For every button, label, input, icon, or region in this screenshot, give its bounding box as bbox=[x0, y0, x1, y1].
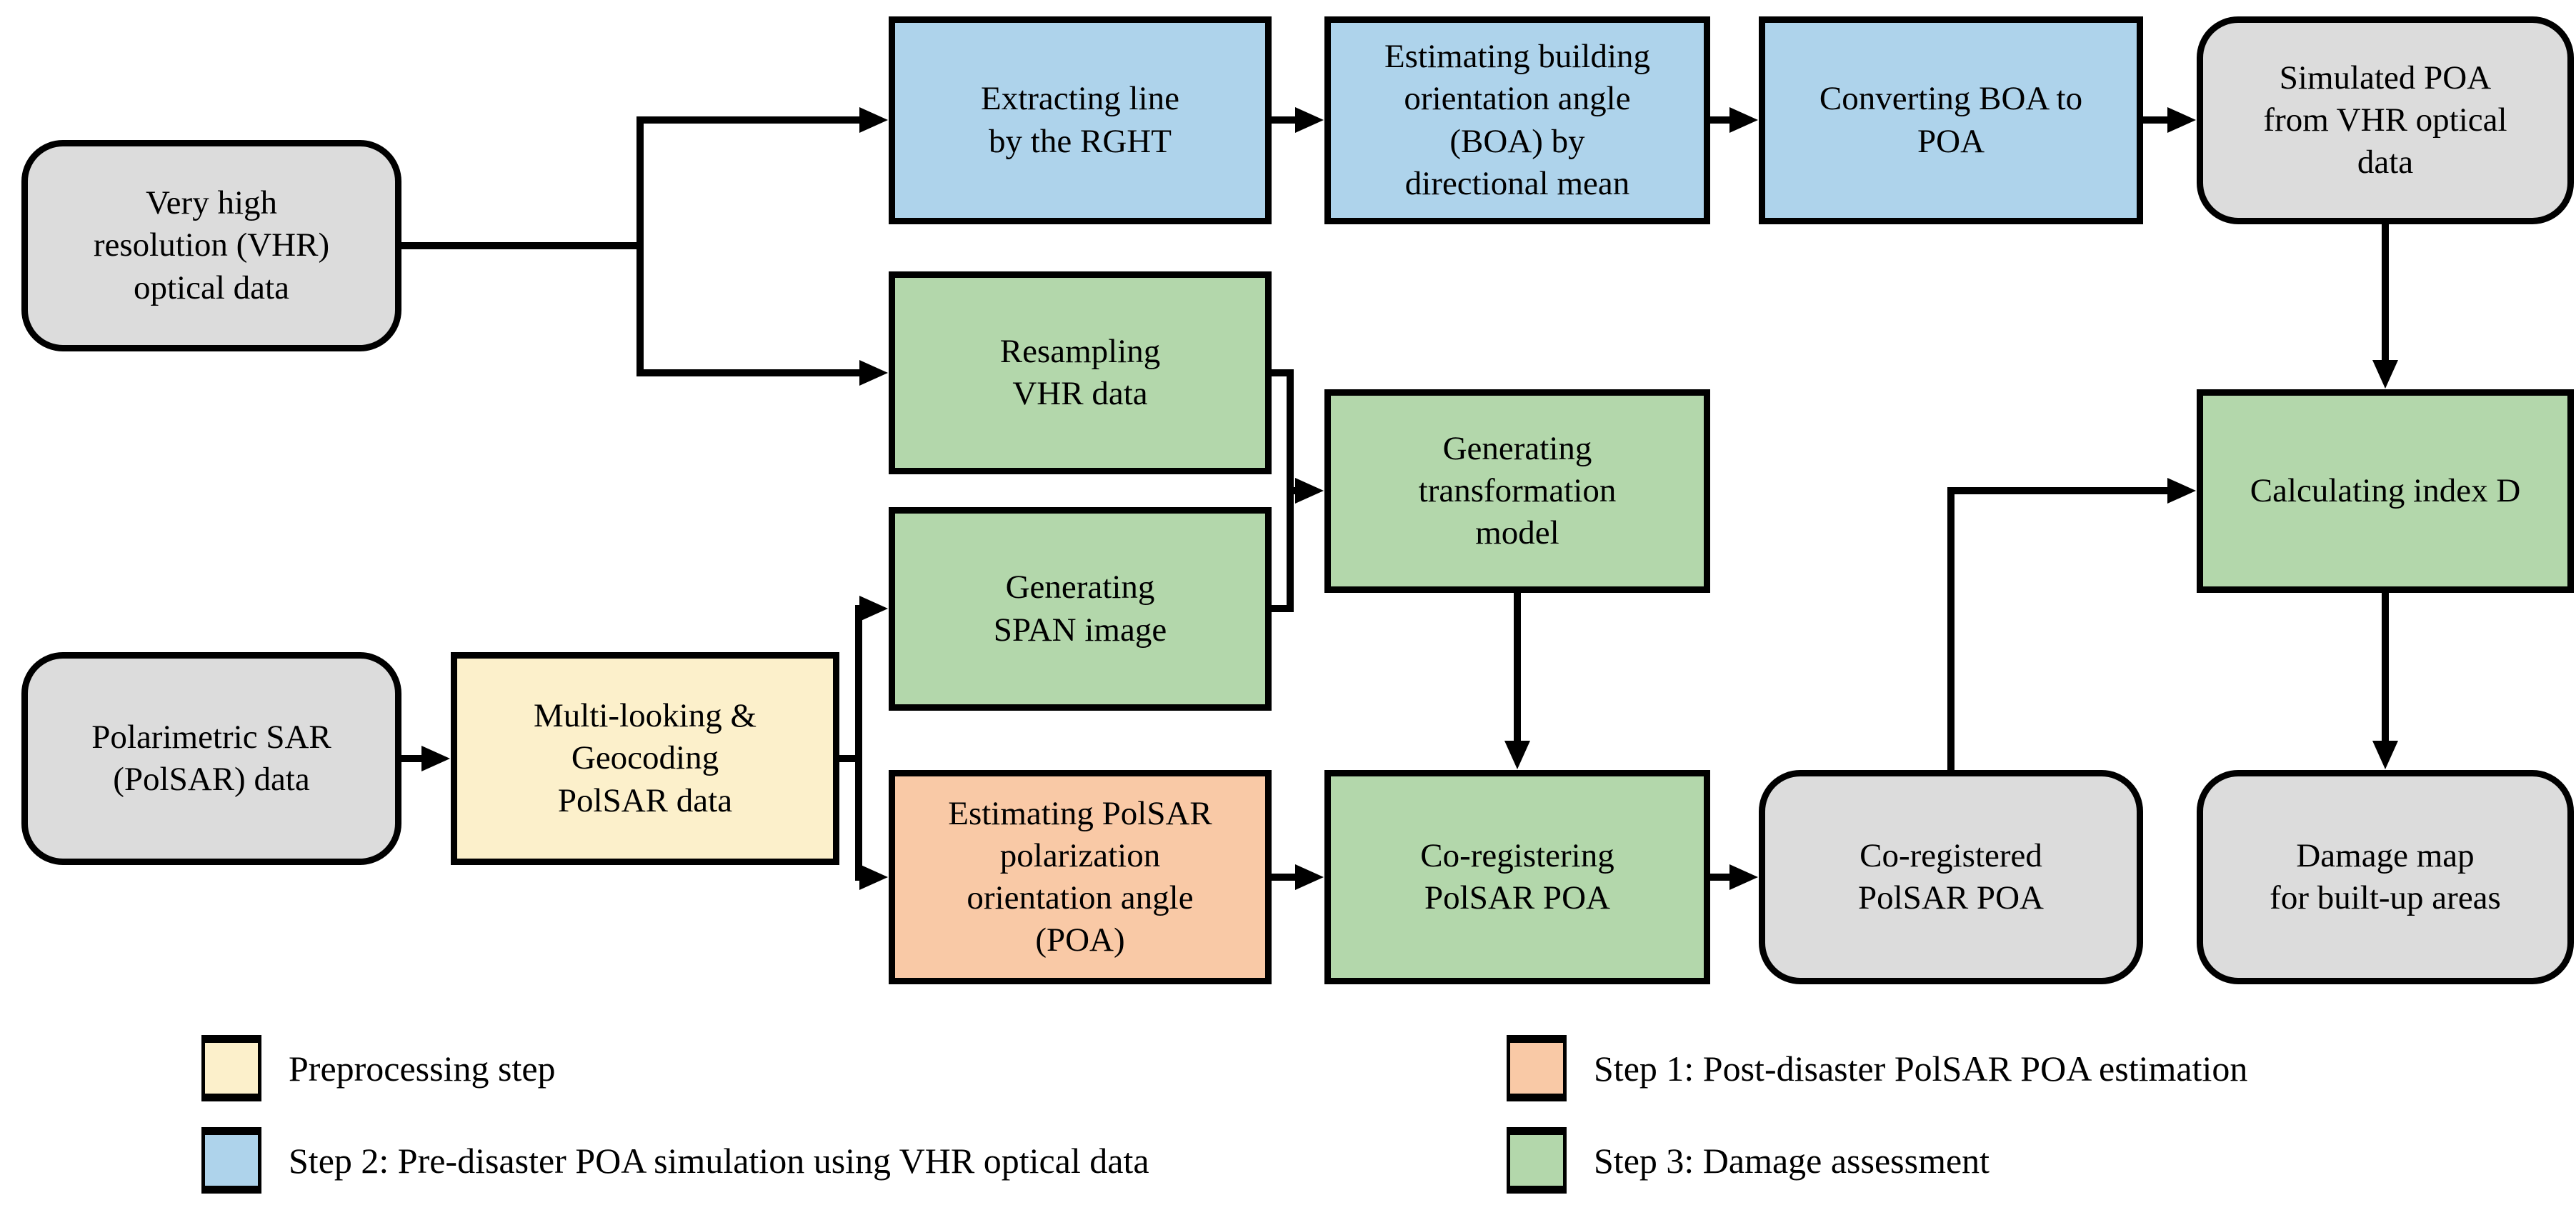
legend-swatch-yellow bbox=[201, 1035, 261, 1101]
node-generating-span-image: Generating SPAN image bbox=[889, 507, 1272, 711]
node-resampling-vhr-data: Resampling VHR data bbox=[889, 271, 1272, 474]
node-converting-boa-to-poa: Converting BOA to POA bbox=[1759, 16, 2143, 224]
node-estimating-boa: Estimating building orientation angle (B… bbox=[1324, 16, 1710, 224]
node-coregistering-polsar-poa: Co-registering PolSAR POA bbox=[1324, 770, 1710, 984]
node-polsar-data: Polarimetric SAR (PolSAR) data bbox=[21, 652, 401, 865]
legend-item-step1: Step 1: Post-disaster PolSAR POA estimat… bbox=[1507, 1035, 2247, 1101]
node-damage-map: Damage map for built-up areas bbox=[2197, 770, 2574, 984]
legend-swatch-orange bbox=[1507, 1035, 1567, 1101]
legend-swatch-green bbox=[1507, 1127, 1567, 1194]
node-calculating-index-d: Calculating index D bbox=[2197, 389, 2574, 593]
legend-item-step2: Step 2: Pre-disaster POA simulation usin… bbox=[201, 1127, 1149, 1194]
legend-item-step3: Step 3: Damage assessment bbox=[1507, 1127, 1990, 1194]
legend-label-step1: Step 1: Post-disaster PolSAR POA estimat… bbox=[1594, 1048, 2248, 1089]
legend-label-step2: Step 2: Pre-disaster POA simulation usin… bbox=[289, 1140, 1149, 1181]
node-generating-transformation-model: Generating transformation model bbox=[1324, 389, 1710, 593]
node-simulated-poa: Simulated POA from VHR optical data bbox=[2197, 16, 2574, 224]
node-vhr-optical-data: Very high resolution (VHR) optical data bbox=[21, 140, 401, 351]
node-multilooking-geocoding: Multi-looking & Geocoding PolSAR data bbox=[451, 652, 839, 865]
node-extracting-line-rght: Extracting line by the RGHT bbox=[889, 16, 1272, 224]
legend-swatch-blue bbox=[201, 1127, 261, 1194]
edge-coregistered-to-calculating bbox=[1947, 478, 2196, 774]
legend-label-step3: Step 3: Damage assessment bbox=[1594, 1140, 1990, 1181]
node-estimating-polsar-poa: Estimating PolSAR polarization orientati… bbox=[889, 770, 1272, 984]
legend-label-preprocessing: Preprocessing step bbox=[289, 1048, 556, 1089]
legend-item-preprocessing: Preprocessing step bbox=[201, 1035, 556, 1101]
node-coregistered-polsar-poa: Co-registered PolSAR POA bbox=[1759, 770, 2143, 984]
